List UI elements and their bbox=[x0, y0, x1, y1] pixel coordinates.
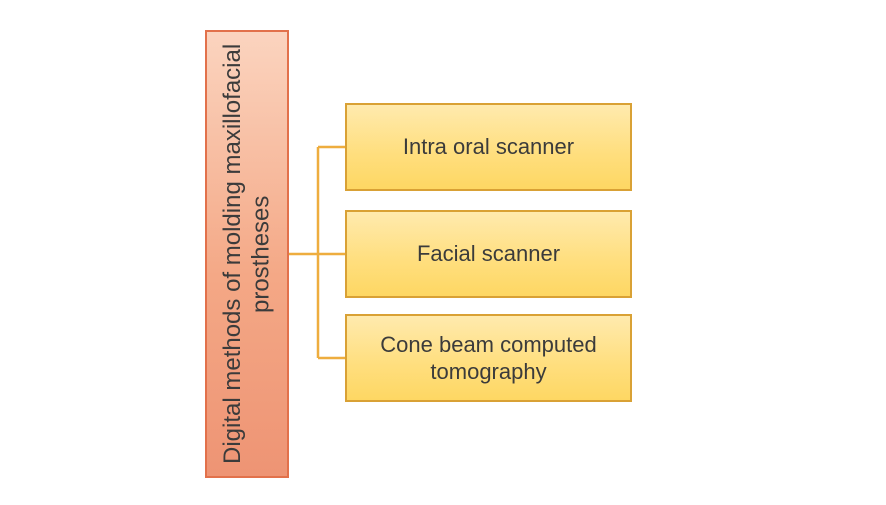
node-cone-beam-computed-tomography: Cone beam computed tomography bbox=[345, 314, 632, 402]
node-label: Intra oral scanner bbox=[402, 134, 575, 160]
root-node: Digital methods of molding maxillofacial… bbox=[205, 30, 289, 478]
node-facial-scanner: Facial scanner bbox=[345, 210, 632, 298]
node-label: Cone beam computed tomography bbox=[380, 331, 597, 385]
node-label: Facial scanner bbox=[416, 241, 561, 267]
node-intra-oral-scanner: Intra oral scanner bbox=[345, 103, 632, 191]
root-node-label: Digital methods of molding maxillofacial… bbox=[218, 43, 274, 465]
connector-path bbox=[289, 145, 345, 360]
